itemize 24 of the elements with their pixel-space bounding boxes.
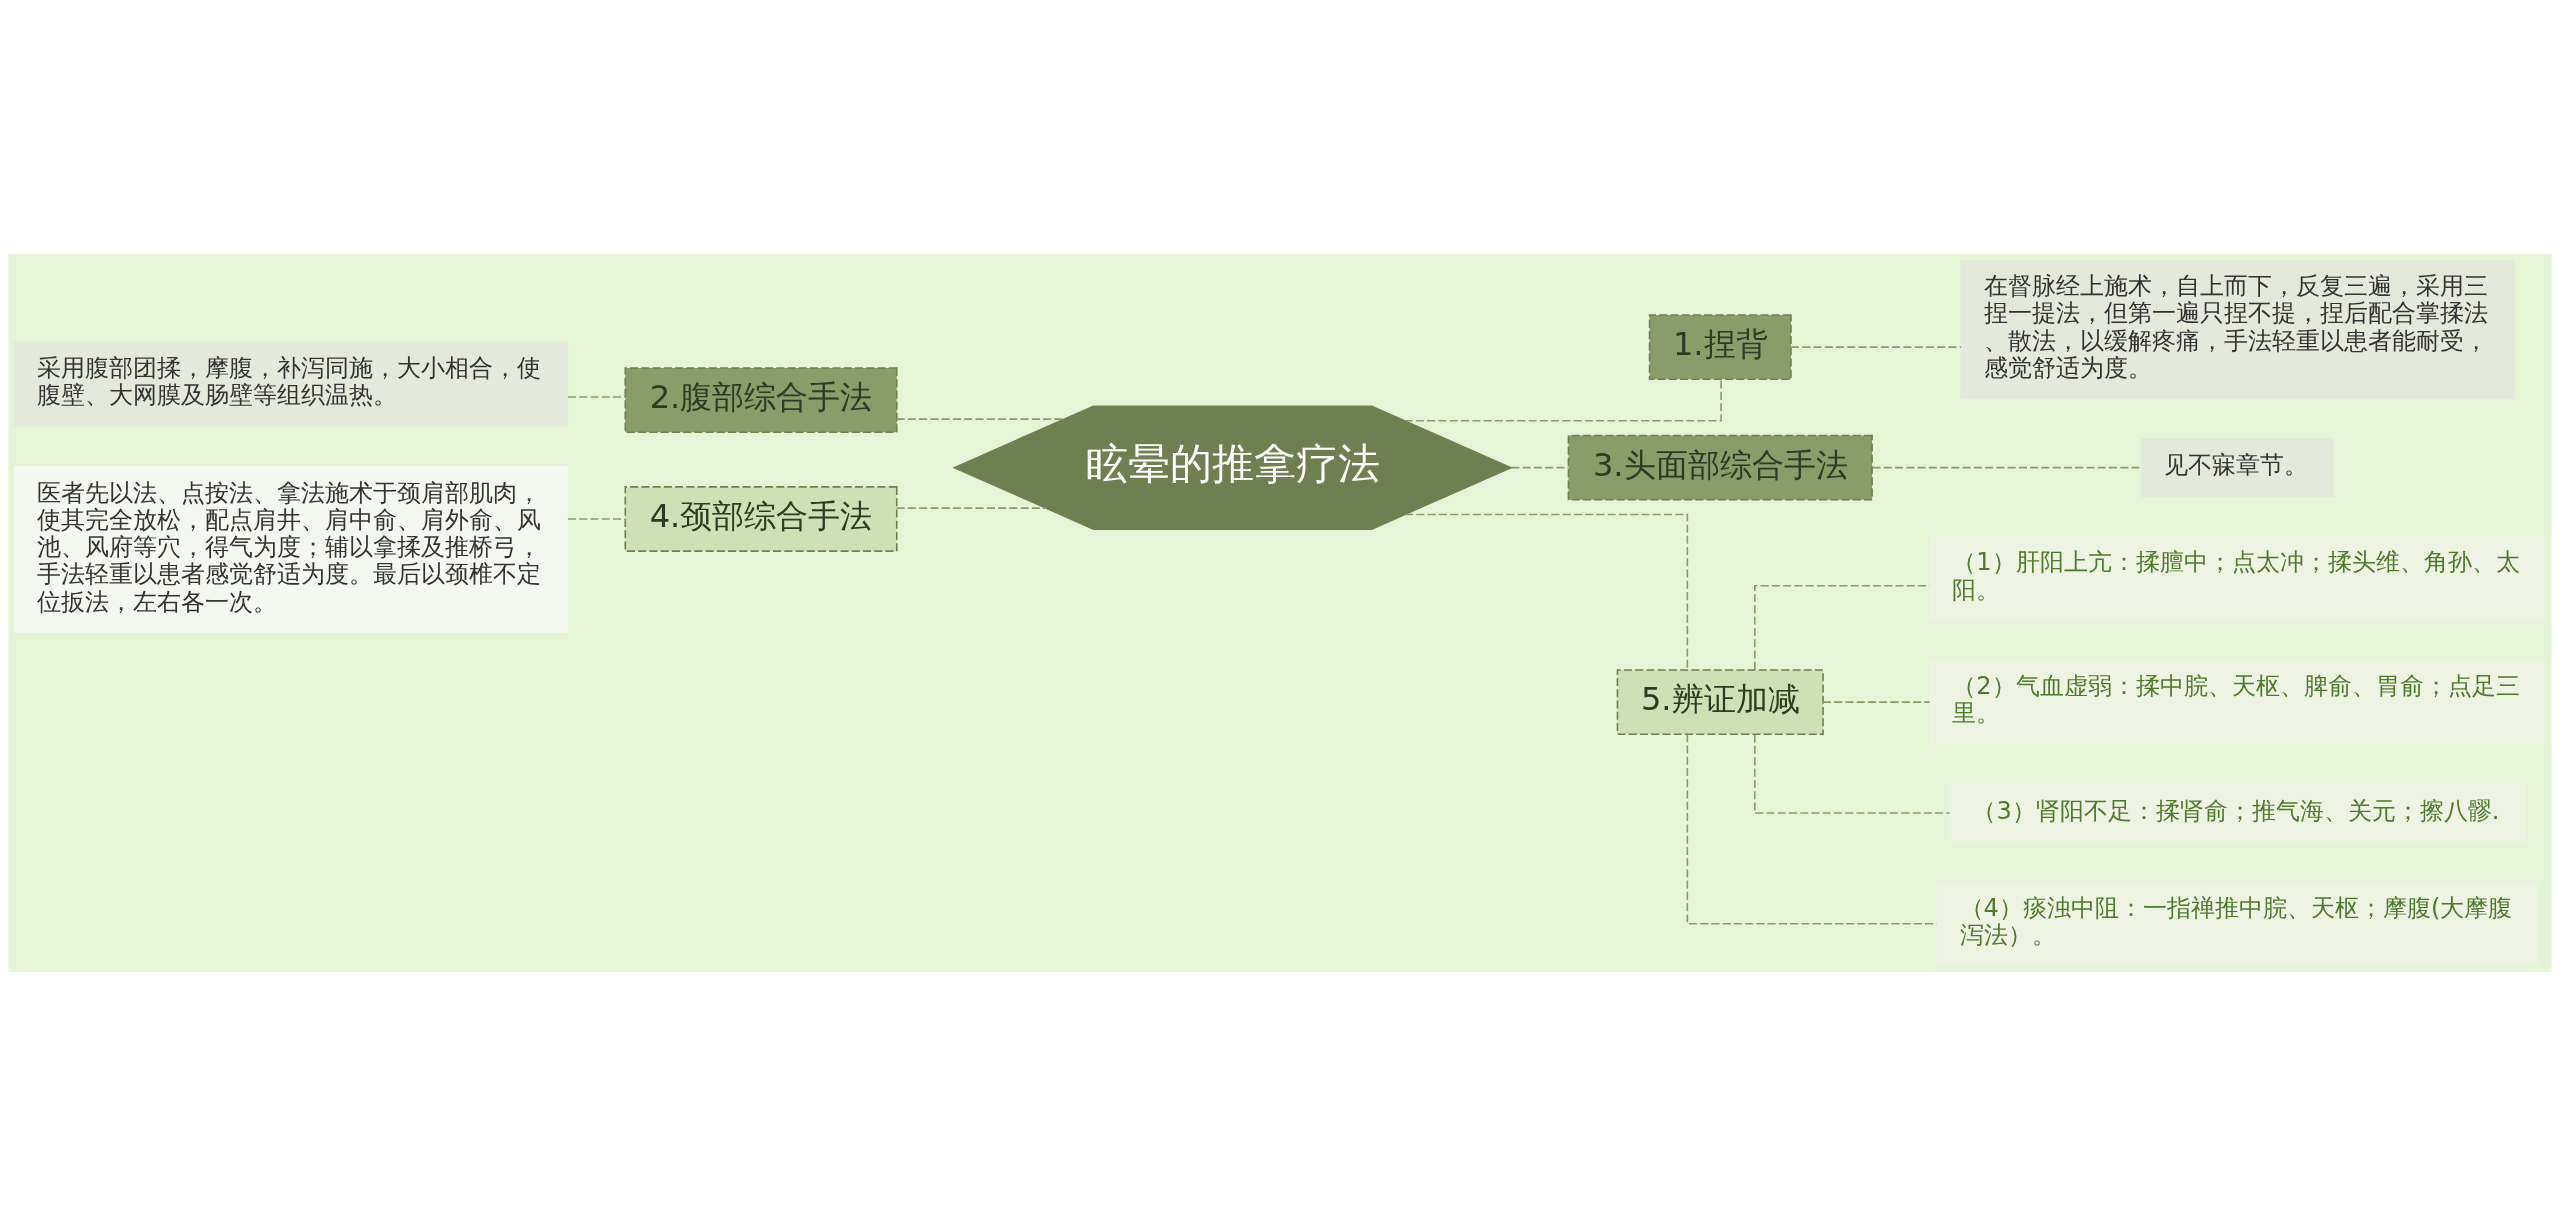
node-box: 5.辨证加减: [1616, 668, 1824, 735]
node-box: 2.腹部综合手法: [624, 366, 898, 433]
node-box: （2）气血虚弱：揉中脘、天枢、脾俞、胃俞；点足三里。: [1929, 659, 2546, 745]
node-box: 在督脉经上施术，自上而下，反复三遍，采用三捏一提法，但第一遍只捏不提，捏后配合掌揉法、散法，以缓解疼痛，手法轻重以患者能耐受，感觉舒适为度。: [1960, 259, 2515, 399]
connector: [1822, 700, 1931, 703]
connector: [1686, 733, 1938, 925]
connector: [896, 417, 1065, 420]
node-box: （1）肝阳上亢：揉膻中；点太冲；揉头维、角孙、太阳。: [1929, 535, 2546, 621]
node-box: 采用腹部团揉，摩腹，补泻同施，大小相合，使腹壁、大网膜及肠壁等组织温热。: [14, 341, 569, 427]
node-box: （3）肾阳不足：揉肾俞；推气海、关元；擦八髎.: [1949, 782, 2526, 843]
node-box: 1.捏背: [1648, 313, 1792, 380]
connector: [1404, 378, 1722, 422]
node-box: 4.颈部综合手法: [624, 485, 898, 552]
connector: [896, 506, 1047, 509]
connector: [567, 395, 627, 398]
node-box: 3.头面部综合手法: [1567, 434, 1873, 501]
node-box: 见不寐章节。: [2141, 437, 2334, 497]
node-box: 医者先以法、点按法、拿法施术于颈肩部肌肉，使其完全放松，配点肩井、肩中俞、肩外俞、风池、风府等穴，得气为度；辅以拿揉及推桥弓，手法轻重以患者感觉舒适为度。最后以颈椎不定位扳法，左右各一次。: [14, 465, 569, 633]
node-box: （4）痰浊中阻：一指禅推中脘、天枢；摩腹(大摩腹泻法）。: [1936, 880, 2539, 966]
connector: [1404, 513, 1689, 671]
connector: [567, 517, 627, 520]
connector: [1790, 345, 1962, 348]
connector: [1754, 733, 1951, 814]
connector: [1754, 584, 1931, 670]
